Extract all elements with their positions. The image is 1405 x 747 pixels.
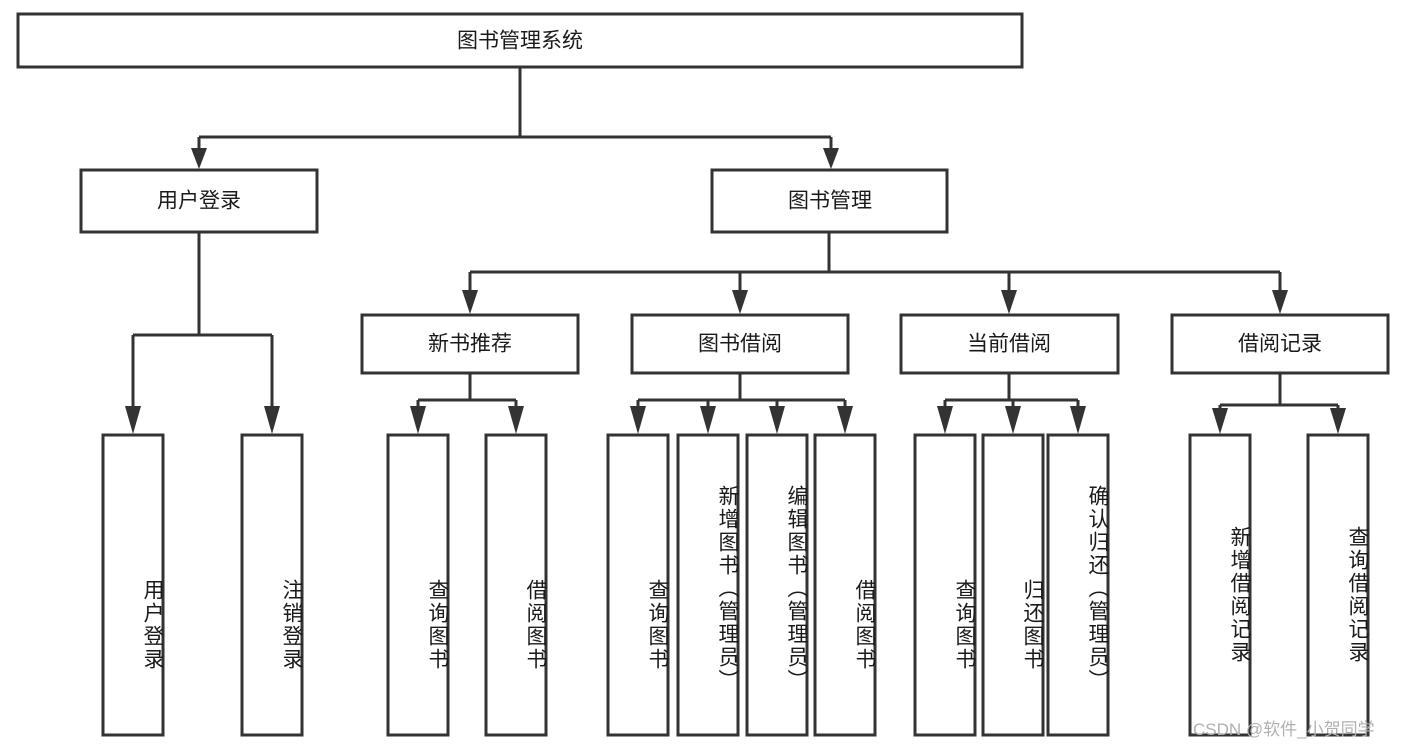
arrow-head-borrow-record [1272,290,1288,314]
arrow-head-leaf-edit-book [769,406,785,434]
node-leaf-confirm-return-box[interactable] [1046,433,1110,737]
arrow-head-book-borrow [732,290,748,314]
node-new-book-recommend-box[interactable] [360,313,580,375]
node-leaf-user-logout-box[interactable] [240,433,304,737]
node-root[interactable]: 图书管理系统 [16,12,1024,69]
node-book-manage-box[interactable] [710,168,949,234]
arrow-head-leaf-borrow-book-2 [837,406,853,434]
arrow-head-leaf-confirm-return [1070,406,1086,434]
arrow-head-current-borrow [1001,290,1017,314]
arrow-head-new-book-recommend [462,290,478,314]
node-leaf-edit-book-box[interactable] [745,433,809,737]
arrow-head-leaf-add-record [1212,408,1228,434]
arrow-head-leaf-borrow-book-1 [508,406,524,434]
csdn-watermark: CSDN @软件_小贺同学 [1193,720,1375,739]
arrow-head-leaf-query-record [1330,408,1346,434]
arrow-head-leaf-add-book [700,406,716,434]
node-leaf-query-book-3-box[interactable] [913,433,977,737]
node-leaf-borrow-book-1-box[interactable] [484,433,548,737]
node-book-borrow-label: 图书借阅 [698,333,782,356]
node-user-login[interactable]: 用户登录 [79,168,319,234]
node-user-login-label: 用户登录 [157,190,241,213]
arrow-head-user-login [191,148,207,169]
node-user-login-box[interactable] [79,168,319,234]
arrow-head-leaf-user-logout [264,406,280,434]
node-borrow-record-box[interactable] [1170,313,1390,375]
node-leaf-query-book-1-box[interactable] [386,433,450,737]
leaf-node-layer [101,433,1370,737]
node-current-borrow[interactable]: 当前借阅 [899,313,1120,375]
node-new-book-recommend[interactable]: 新书推荐 [360,313,580,375]
arrow-head-leaf-query-book-2 [630,406,646,434]
node-leaf-return-book-box[interactable] [981,433,1045,737]
arrow-head-leaf-query-book-3 [937,406,953,434]
connector-layer [125,67,1346,434]
node-new-book-recommend-label: 新书推荐 [428,333,512,356]
node-book-manage[interactable]: 图书管理 [710,168,949,234]
node-leaf-query-book-2-box[interactable] [606,433,670,737]
node-book-borrow[interactable]: 图书借阅 [630,313,850,375]
node-leaf-borrow-book-2-box[interactable] [813,433,877,737]
node-root-label: 图书管理系统 [457,30,583,53]
node-leaf-add-book-box[interactable] [676,433,740,737]
node-leaf-add-record-box[interactable] [1188,433,1252,737]
node-leaf-query-record-box[interactable] [1306,433,1370,737]
node-current-borrow-label: 当前借阅 [967,333,1051,356]
arrow-head-leaf-return-book [1005,406,1021,434]
arrow-head-book-manage [823,148,839,169]
arrow-head-leaf-user-login [125,406,141,434]
arrow-head-leaf-query-book-1 [410,406,426,434]
node-current-borrow-box[interactable] [899,313,1120,375]
node-root-box[interactable] [16,12,1024,69]
node-book-manage-label: 图书管理 [788,190,872,213]
node-borrow-record[interactable]: 借阅记录 [1170,313,1390,375]
node-leaf-user-login-box[interactable] [101,433,165,737]
node-book-borrow-box[interactable] [630,313,850,375]
node-borrow-record-label: 借阅记录 [1238,333,1322,356]
